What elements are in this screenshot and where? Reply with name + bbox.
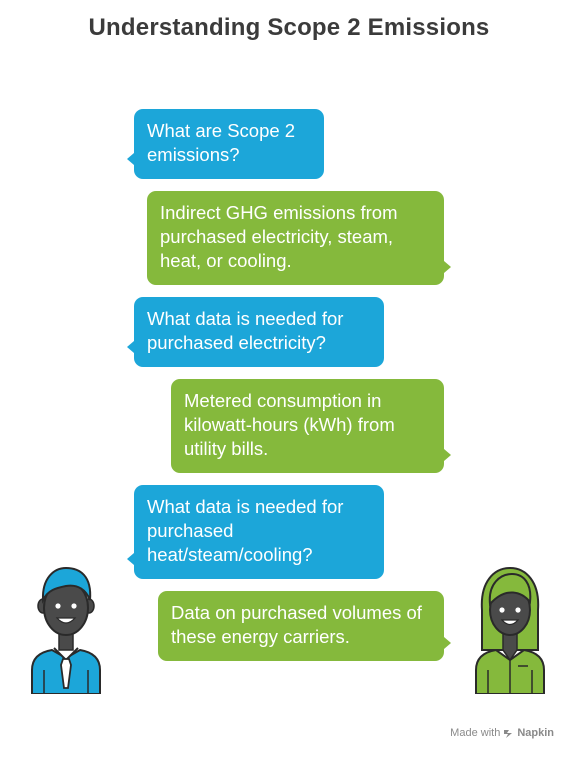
- question-text-1: What are Scope 2 emissions?: [147, 120, 296, 165]
- answer-bubble-3: Data on purchased volumes of these energ…: [158, 591, 451, 661]
- answer-text-3: Data on purchased volumes of these energ…: [171, 602, 422, 647]
- page-title: Understanding Scope 2 Emissions: [88, 14, 490, 41]
- question-bubble-3: What data is needed for purchased heat/s…: [127, 485, 384, 579]
- question-text-2: What data is needed for purchased electr…: [147, 308, 344, 353]
- question-text-3: What data is needed for purchased heat/s…: [147, 496, 344, 565]
- answer-bubble-1: Indirect GHG emissions from purchased el…: [147, 191, 451, 285]
- napkin-brand: Napkin: [517, 727, 554, 739]
- answer-text-1: Indirect GHG emissions from purchased el…: [160, 202, 398, 271]
- woman-avatar-icon: [475, 566, 545, 694]
- question-bubble-1: What are Scope 2 emissions?: [127, 109, 324, 179]
- answer-text-2: Metered consumption in kilowatt-hours (k…: [184, 390, 395, 459]
- made-with-napkin-credit: Made with Napkin: [450, 727, 554, 739]
- question-bubble-2: What data is needed for purchased electr…: [127, 297, 384, 367]
- made-with-label: Made with: [450, 727, 501, 739]
- answer-bubble-2: Metered consumption in kilowatt-hours (k…: [171, 379, 451, 473]
- man-avatar-icon: [31, 566, 101, 694]
- napkin-logo-icon: [504, 729, 513, 738]
